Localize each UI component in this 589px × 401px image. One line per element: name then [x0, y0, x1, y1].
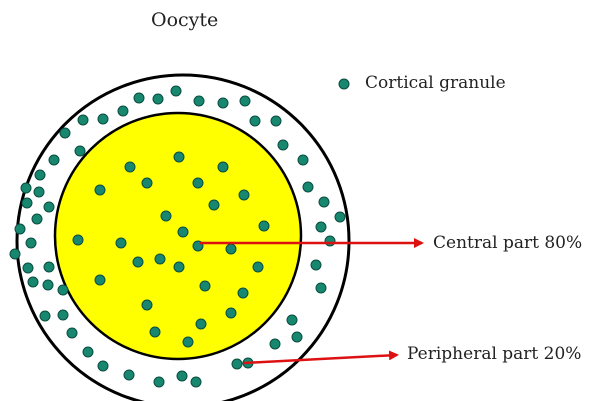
oocyte-central-region	[55, 113, 301, 359]
granule-dot-icon	[319, 197, 329, 207]
granule-dot-icon	[218, 98, 228, 108]
granule-dot-icon	[10, 249, 20, 259]
granule-dot-icon	[118, 106, 128, 116]
granule-dot-icon	[28, 277, 38, 287]
granule-dot-icon	[193, 178, 203, 188]
granule-dot-icon	[35, 170, 45, 180]
granule-dot-icon	[194, 96, 204, 106]
granule-dot-icon	[292, 332, 302, 342]
granule-dot-icon	[22, 198, 32, 208]
granule-dot-icon	[142, 300, 152, 310]
granule-dot-icon	[58, 310, 68, 320]
granule-dot-icon	[153, 94, 163, 104]
granule-dot-icon	[95, 185, 105, 195]
granule-dot-icon	[232, 359, 242, 369]
granule-dot-icon	[150, 327, 160, 337]
granule-dot-icon	[23, 263, 33, 273]
granule-dot-icon	[271, 116, 281, 126]
granule-dot-icon	[174, 262, 184, 272]
granule-dot-icon	[40, 311, 50, 321]
legend-label: Cortical granule	[365, 73, 506, 93]
granule-dot-icon	[209, 200, 219, 210]
granule-dot-icon	[240, 96, 250, 106]
granule-dot-icon	[98, 361, 108, 371]
granule-dot-icon	[73, 235, 83, 245]
granule-dot-icon	[174, 152, 184, 162]
granule-dot-icon	[191, 377, 201, 387]
granule-dot-icon	[83, 347, 93, 357]
legend-granule-dot-icon	[339, 79, 349, 89]
granule-dot-icon	[15, 224, 25, 234]
granule-dot-icon	[239, 190, 249, 200]
granule-dot-icon	[116, 238, 126, 248]
granule-dot-icon	[32, 214, 42, 224]
granule-dot-icon	[183, 337, 193, 347]
granule-dot-icon	[161, 211, 171, 221]
granule-dot-icon	[67, 328, 77, 338]
granule-dot-icon	[171, 86, 181, 96]
diagram-title: Oocyte	[151, 9, 218, 31]
granule-dot-icon	[133, 257, 143, 267]
granule-dot-icon	[298, 155, 308, 165]
granule-dot-icon	[134, 93, 144, 103]
granule-dot-icon	[154, 377, 164, 387]
granule-dot-icon	[278, 140, 288, 150]
granule-dot-icon	[44, 262, 54, 272]
granule-dot-icon	[250, 116, 260, 126]
granule-dot-icon	[75, 146, 85, 156]
granule-dot-icon	[253, 262, 263, 272]
granule-dot-icon	[316, 222, 326, 232]
granule-dot-icon	[335, 212, 345, 222]
central-part-label: Central part 80%	[433, 233, 582, 253]
granule-dot-icon	[178, 227, 188, 237]
granule-dot-icon	[21, 183, 31, 193]
granule-dot-icon	[200, 281, 210, 291]
granule-dot-icon	[287, 315, 297, 325]
granule-dot-icon	[43, 280, 53, 290]
granule-dot-icon	[316, 283, 326, 293]
granule-dot-icon	[98, 114, 108, 124]
granule-dot-icon	[226, 244, 236, 254]
granule-dot-icon	[125, 162, 135, 172]
granule-dot-icon	[26, 238, 36, 248]
granule-dot-icon	[325, 236, 335, 246]
granule-dot-icon	[124, 370, 134, 380]
granule-dot-icon	[49, 155, 59, 165]
granule-dot-icon	[78, 115, 88, 125]
granule-dot-icon	[270, 339, 280, 349]
granule-dot-icon	[44, 202, 54, 212]
granule-dot-icon	[60, 128, 70, 138]
granule-dot-icon	[95, 275, 105, 285]
granule-dot-icon	[196, 319, 206, 329]
granule-dot-icon	[311, 260, 321, 270]
granule-dot-icon	[155, 254, 165, 264]
granule-dot-icon	[259, 221, 269, 231]
granule-dot-icon	[142, 178, 152, 188]
granule-dot-icon	[238, 288, 248, 298]
granule-dot-icon	[58, 285, 68, 295]
granule-dot-icon	[218, 162, 228, 172]
granule-dot-icon	[34, 187, 44, 197]
peripheral-part-label: Peripheral part 20%	[407, 344, 581, 364]
granule-dot-icon	[177, 371, 187, 381]
granule-dot-icon	[226, 308, 236, 318]
granule-dot-icon	[303, 182, 313, 192]
